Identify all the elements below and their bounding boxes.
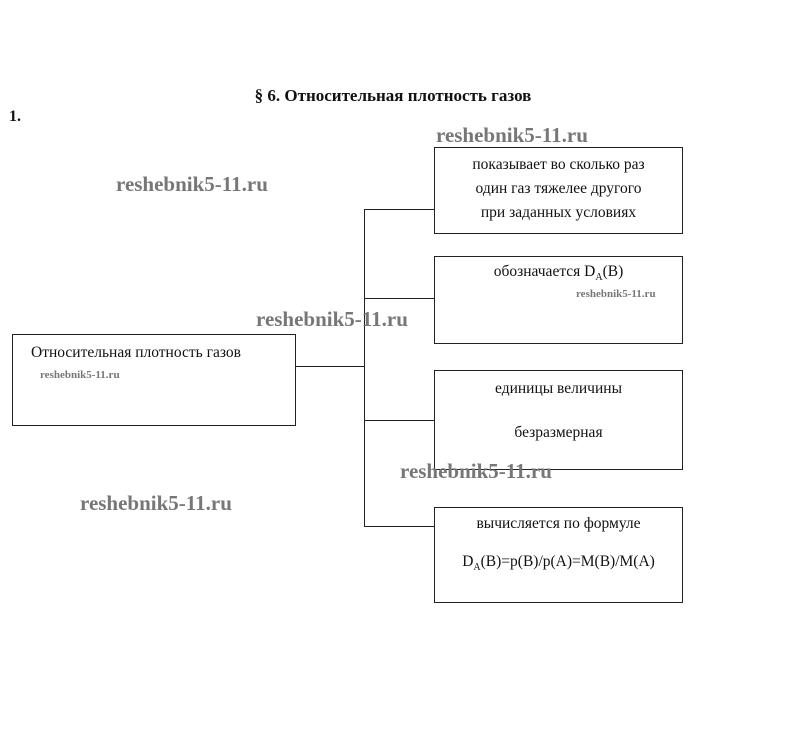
notation-rest: (B) [602, 263, 624, 280]
connector [364, 526, 434, 527]
watermark-small: reshebnik5-11.ru [40, 369, 120, 381]
watermark: reshebnik5-11.ru [436, 123, 588, 147]
root-label: Относительная плотность газов [31, 344, 241, 361]
connector [364, 420, 434, 421]
units-value: безразмерная [514, 424, 603, 441]
watermark: reshebnik5-11.ru [400, 459, 552, 483]
notation-sub: A [595, 272, 603, 284]
units-label: единицы величины [495, 380, 622, 397]
task-number: 1. [9, 108, 21, 125]
notation-text: обозначается [493, 263, 585, 280]
formula-rest: (B)=p(B)/p(A)=M(B)/M(A) [480, 553, 655, 570]
branch-formula: вычисляется по формуле DA(B)=p(B)/p(A)=M… [434, 507, 683, 603]
branch-units: единицы величины безразмерная [434, 370, 683, 470]
root-box: Относительная плотность газов [12, 334, 296, 426]
connector [295, 366, 364, 367]
definition-line: при заданных условиях [480, 204, 637, 221]
watermark-small: reshebnik5-11.ru [576, 288, 656, 300]
watermark: reshebnik5-11.ru [80, 491, 232, 515]
page-title: § 6. Относительная плотность газов [254, 86, 532, 105]
connector-trunk [364, 209, 365, 527]
formula-d: D [462, 553, 474, 570]
formula-sub: A [473, 562, 481, 574]
branch-definition: показывает во сколько раз один газ тяжел… [434, 147, 683, 234]
watermark: reshebnik5-11.ru [116, 172, 268, 196]
watermark: reshebnik5-11.ru [256, 307, 408, 331]
definition-line: показывает во сколько раз [472, 156, 645, 173]
connector [364, 209, 434, 210]
notation-symbol: D [584, 263, 596, 280]
definition-line: один газ тяжелее другого [475, 180, 642, 197]
connector [364, 298, 434, 299]
formula-label: вычисляется по формуле [476, 515, 641, 532]
branch-notation: обозначается DA(B) [434, 256, 683, 344]
